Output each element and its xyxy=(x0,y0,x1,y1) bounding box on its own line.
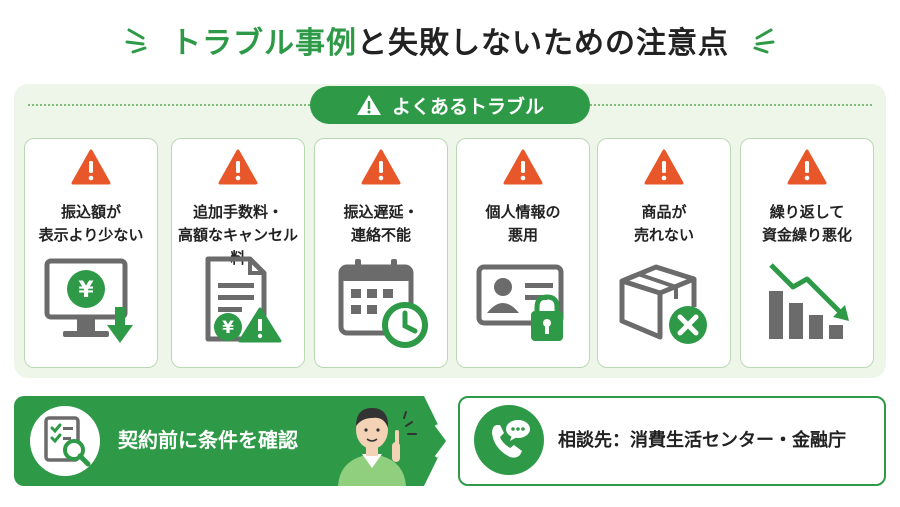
trouble-card-personal-info-misuse: 個人情報の悪用 xyxy=(456,138,590,368)
common-troubles-badge: よくあるトラブル xyxy=(310,86,590,124)
page-title: トラブル事例と失敗しないための注意点 xyxy=(171,18,729,62)
title-highlight: トラブル事例 xyxy=(171,26,357,61)
warning-icon xyxy=(356,95,381,115)
trouble-card-transfer-delay: 振込遅延・連絡不能 xyxy=(314,138,448,368)
chevron-right-icon xyxy=(434,424,450,458)
card-label: 繰り返して資金繰り悪化 xyxy=(761,203,852,244)
box-cross-icon xyxy=(619,264,707,344)
divider-right xyxy=(590,104,872,106)
card-label: 振込額が表示より少ない xyxy=(38,203,144,244)
svg-text:¥: ¥ xyxy=(78,278,94,303)
consultation-label: 相談先：消費生活センター・金融庁 xyxy=(558,430,846,451)
pointing-person-illustration xyxy=(338,408,417,486)
trouble-card-cashflow-worsening: 繰り返して資金繰り悪化 xyxy=(740,138,874,368)
warning-icon xyxy=(218,149,258,185)
page-header: トラブル事例と失敗しないための注意点 xyxy=(0,14,900,66)
divider-left xyxy=(28,104,310,106)
warning-icon xyxy=(644,149,684,185)
card-label: 商品が売れない xyxy=(633,203,694,244)
trouble-card-items-not-selling: 商品が売れない xyxy=(597,138,731,368)
warning-icon xyxy=(787,149,827,185)
phone-chat-icon xyxy=(474,405,544,475)
card-label: 追加手数料・高額なキャンセル料 xyxy=(177,203,298,267)
card-label: 振込遅延・連絡不能 xyxy=(343,203,419,244)
right-sparkle-icon xyxy=(743,26,775,54)
title-rest: と失敗しないための注意点 xyxy=(357,26,729,61)
check-conditions-label: 契約前に条件を確認 xyxy=(118,428,298,452)
monitor-yen-icon: ¥ xyxy=(44,258,133,343)
calendar-clock-icon xyxy=(338,259,428,348)
left-sparkle-icon xyxy=(125,26,157,54)
warning-icon xyxy=(361,149,401,185)
checklist-magnifier-icon xyxy=(30,406,100,476)
declining-bar-chart-icon xyxy=(769,263,849,339)
id-card-lock-icon xyxy=(476,264,564,341)
trouble-card-transfer-shortfall: 振込額が表示より少ない ¥ xyxy=(24,138,158,368)
trouble-card-extra-fees: 追加手数料・高額なキャンセル料 ¥ xyxy=(171,138,305,368)
svg-text:¥: ¥ xyxy=(222,318,234,338)
document-yen-warning-icon: ¥ xyxy=(205,256,282,343)
banner-arrow xyxy=(424,396,446,486)
card-label: 個人情報の悪用 xyxy=(485,203,561,244)
warning-icon xyxy=(71,149,111,185)
badge-label: よくあるトラブル xyxy=(391,95,544,118)
warning-icon xyxy=(503,149,543,185)
